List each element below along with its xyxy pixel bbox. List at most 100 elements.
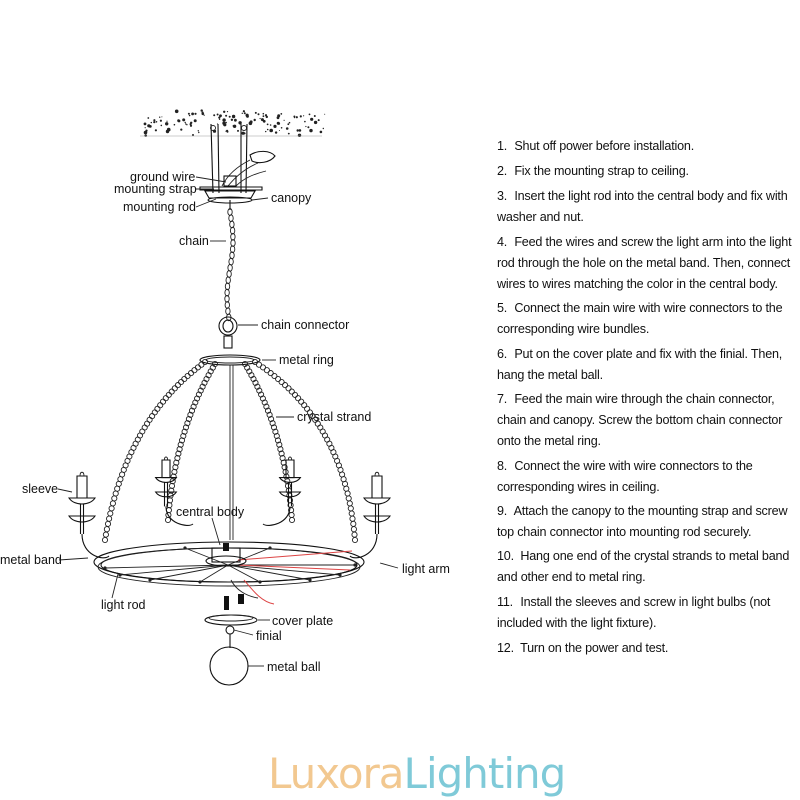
crystal-bead xyxy=(198,361,205,368)
ceiling-speck xyxy=(203,114,205,116)
ceiling-speck xyxy=(160,124,163,127)
wires xyxy=(237,550,353,605)
metal-ring xyxy=(199,354,261,540)
rod-end xyxy=(268,546,272,550)
crystal-bead xyxy=(171,385,178,392)
crystal-bead xyxy=(267,370,274,377)
crystal-bead xyxy=(263,367,270,374)
rod-end xyxy=(198,580,202,584)
central-body xyxy=(205,543,259,610)
label-metal-band: metal band xyxy=(0,553,62,567)
chain xyxy=(224,208,236,322)
crystal-bead xyxy=(269,420,276,427)
crystal-bead xyxy=(275,375,282,383)
crystal-bead xyxy=(351,531,358,538)
ceiling-speck xyxy=(243,132,246,135)
bobeche xyxy=(154,477,178,483)
bobeche xyxy=(68,497,96,505)
ceiling-speck xyxy=(276,121,280,125)
ceiling-speck xyxy=(237,129,239,132)
crystal-bead xyxy=(263,403,270,410)
label-cover-plate: cover plate xyxy=(272,614,333,628)
crystal-bead xyxy=(288,511,295,519)
crystal-bead xyxy=(273,432,280,440)
crystal-bead xyxy=(276,441,283,448)
ceiling-speck xyxy=(198,131,200,134)
crystal-bead xyxy=(185,415,192,423)
ceiling-speck xyxy=(225,121,227,124)
rod-end xyxy=(183,546,187,550)
bobeche xyxy=(363,497,391,505)
chain-link xyxy=(224,282,231,291)
ceiling-speck xyxy=(307,126,310,129)
ceiling-speck xyxy=(257,113,260,116)
label-metal-ring: metal ring xyxy=(279,353,334,367)
ceiling-speck xyxy=(260,118,264,122)
step-12: 12. Turn on the power and test. xyxy=(497,641,669,655)
ceiling-speck xyxy=(266,123,269,126)
label-mounting-rod: mounting rod xyxy=(123,200,196,214)
chain-link xyxy=(224,301,230,309)
ceiling-speck xyxy=(262,112,265,115)
ceiling-speck xyxy=(313,115,316,117)
crystal-bead xyxy=(178,378,185,386)
ceiling-speck xyxy=(298,129,302,132)
ceiling-speck xyxy=(228,115,231,118)
rod-end xyxy=(308,578,312,582)
ceiling-speck xyxy=(153,121,156,124)
crystal-bead xyxy=(174,382,181,389)
crystal-bead xyxy=(109,500,116,507)
ceiling-speck xyxy=(150,121,152,124)
crystal-bead xyxy=(288,388,295,395)
ceiling-speck xyxy=(265,130,267,133)
crystal-bead xyxy=(157,402,164,409)
crystal-bead xyxy=(149,413,156,420)
step-11: 11. Install the sleeves and screw in lig… xyxy=(497,595,771,630)
crystal-bead xyxy=(259,364,267,371)
crystal-bead xyxy=(347,505,354,512)
step-1: 1. Shut off power before installation. xyxy=(497,139,695,153)
ceiling-speck xyxy=(308,113,311,116)
chain-link xyxy=(224,288,230,297)
ceiling-speck xyxy=(166,120,168,122)
ceiling-speck xyxy=(243,112,246,115)
ceiling-speck xyxy=(319,130,323,134)
crystal-bead xyxy=(151,409,158,416)
crystal-bead xyxy=(277,446,284,453)
crystal-bead xyxy=(274,437,282,444)
crystal-bead xyxy=(177,441,184,448)
step-8: 8. Connect the wire with wire connectors… xyxy=(497,459,753,494)
light-rod xyxy=(227,564,261,583)
chain-link xyxy=(224,294,230,303)
ceiling-speck xyxy=(177,119,180,122)
crystal-bead xyxy=(173,459,180,466)
ceiling-speck xyxy=(303,115,305,117)
crystal-bead xyxy=(176,446,183,453)
light-rod xyxy=(227,564,341,576)
rod-end xyxy=(148,578,152,582)
crystal-bead xyxy=(106,515,113,522)
crystal-bead xyxy=(192,399,199,406)
crystal-bead xyxy=(188,407,196,414)
rod-end xyxy=(338,573,342,577)
mounting-hardware xyxy=(199,123,276,210)
ceiling-speck xyxy=(180,128,183,131)
crystal-bead xyxy=(349,515,356,522)
ceiling-speck xyxy=(189,123,192,126)
chain-link xyxy=(229,220,235,229)
ceiling-speck xyxy=(159,116,161,118)
chain-link xyxy=(230,232,236,241)
crystal-bead xyxy=(168,388,175,395)
crystal-bead xyxy=(180,432,187,440)
ceiling-speck xyxy=(218,118,221,121)
ceiling-speck xyxy=(166,127,171,132)
ceiling-speck xyxy=(189,124,193,127)
ceiling-speck xyxy=(269,128,274,133)
chain-link xyxy=(225,276,231,285)
ceiling-speck xyxy=(213,114,216,117)
ceiling-speck xyxy=(246,115,249,118)
ceiling-speck xyxy=(219,114,222,118)
ceiling-speck xyxy=(234,118,237,122)
ceiling-speck xyxy=(154,129,157,132)
